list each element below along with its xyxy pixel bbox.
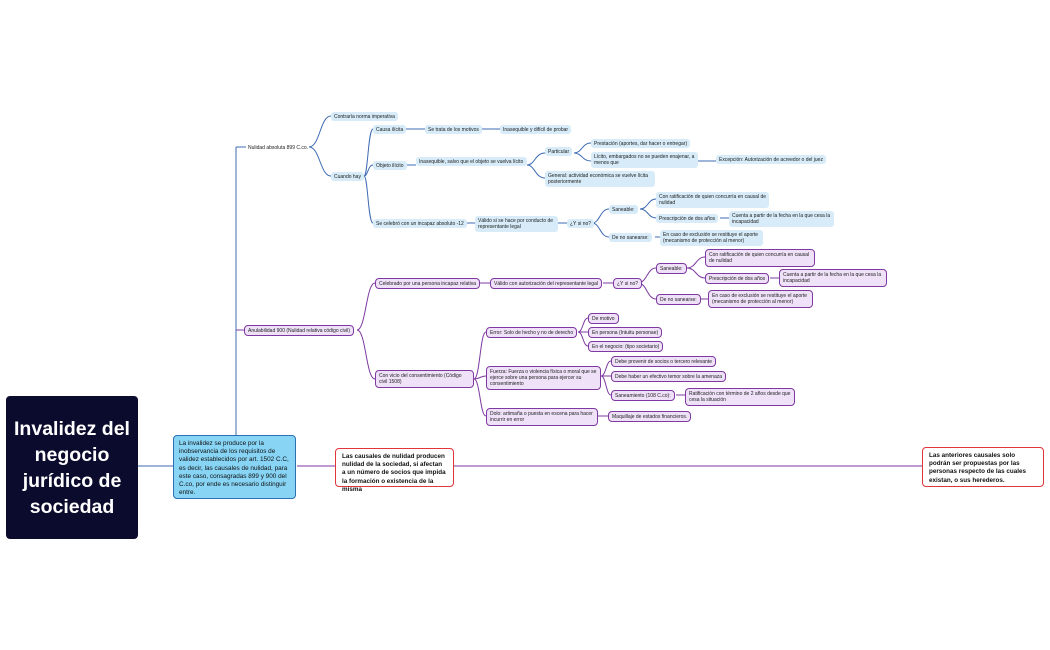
node-error[interactable]: Error: Solo de hecho y no de derecho: [486, 327, 578, 339]
node-prestacion[interactable]: Prestación (aportes, dar hacer o entrega…: [591, 139, 691, 149]
node-particular[interactable]: Particular: [545, 147, 573, 157]
node-cuando-hay[interactable]: Cuando hay: [331, 172, 364, 182]
node-prescripcion-1[interactable]: Prescripción de dos años: [656, 214, 719, 224]
node-objeto-ilicito[interactable]: Objeto ilícito: [373, 161, 407, 171]
node-debe-provenir[interactable]: Debe provenir de socios o tercero releva…: [611, 356, 716, 368]
node-valido-representante[interactable]: Válido si se hace por conducto de repres…: [475, 216, 558, 232]
node-contraria[interactable]: Contraría norma imperativa: [331, 112, 398, 122]
node-valido-autorizacion[interactable]: Válido con autorización del representant…: [490, 278, 602, 290]
node-cuenta-2[interactable]: Cuenta a partir de la fecha en la que ce…: [779, 269, 887, 287]
node-no-sanearse-1[interactable]: De no sanearse:: [609, 233, 652, 243]
node-prescripcion-2[interactable]: Prescripción de dos años: [705, 273, 770, 285]
node-incapaz-absoluto[interactable]: Se celebró con un incapaz absoluto -12: [373, 219, 467, 229]
node-y-si-no-2[interactable]: ¿Y si no?: [613, 278, 643, 290]
node-nulidad-absoluta[interactable]: Nulidad absoluta 899 C.co.: [248, 145, 309, 151]
node-exclusion-2[interactable]: En caso de exclusión se restituye el apo…: [708, 290, 813, 308]
left-note-text: Las causales de nulidad producen nulidad…: [342, 453, 446, 493]
node-excepcion[interactable]: Excepción: Autorización de acreedor o de…: [716, 155, 826, 165]
intro-topic[interactable]: La invalidez se produce por la inobserva…: [173, 435, 296, 499]
node-saneable-1[interactable]: Saneable:: [609, 205, 638, 215]
node-saneamiento[interactable]: Saneamiento (108 C.co):: [611, 390, 675, 402]
node-vicio-consentimiento[interactable]: Con vicio del consentimiento (Código civ…: [375, 370, 474, 388]
node-dolo[interactable]: Dolo: artimaña o puesta en escena para h…: [486, 408, 598, 426]
node-debe-temor[interactable]: Debe haber un efectivo temor sobre la am…: [611, 371, 727, 383]
root-topic[interactable]: Invalidez del negocio jurídico de socied…: [6, 396, 138, 539]
node-fuerza[interactable]: Fuerza: Fuerza o violencia física o mora…: [486, 366, 601, 390]
node-cuenta-1[interactable]: Cuenta a partir de la fecha en la que ce…: [729, 211, 834, 227]
node-ratificacion-2[interactable]: Con ratificación de quien concurría en c…: [705, 249, 815, 267]
intro-text: La invalidez se produce por la inobserva…: [179, 440, 289, 497]
node-ratificacion-1[interactable]: Con ratificación de quien concurría en c…: [656, 192, 769, 208]
node-inasequible[interactable]: Inasequible, salvo que el objeto se vuel…: [416, 157, 527, 167]
node-en-negocio[interactable]: En el negocio: (tipo societario): [588, 341, 664, 353]
node-no-sanearse-2[interactable]: De no sanearse:: [656, 294, 701, 306]
node-ratificacion-termino[interactable]: Ratificación con término de 2 años desde…: [685, 388, 795, 406]
node-licito-embargados[interactable]: Lícito, embargados no se pueden enajenar…: [591, 152, 698, 168]
node-motivos[interactable]: Se trata de los motivos: [425, 125, 482, 135]
left-note-topic[interactable]: Las causales de nulidad producen nulidad…: [335, 448, 454, 493]
node-anulabilidad[interactable]: Anulabilidad 900 (Nulidad relativa códig…: [244, 325, 355, 337]
node-general[interactable]: General: actividad económica se vuelve l…: [545, 171, 655, 187]
node-incapaz-relativa[interactable]: Celebrado por una persona incapaz relati…: [375, 278, 481, 290]
node-en-persona[interactable]: En persona (Intuitu personae): [588, 327, 663, 339]
node-inasible[interactable]: Inasequible y difícil de probar: [500, 125, 572, 135]
node-saneable-2[interactable]: Saneable:: [656, 263, 687, 275]
node-maquillaje[interactable]: Maquillaje de estados financieros.: [608, 411, 692, 423]
root-title: Invalidez del negocio jurídico de socied…: [14, 417, 130, 518]
node-exclusion-1[interactable]: En caso de exclusión se restituye el apo…: [660, 230, 763, 246]
node-causa-ilicita[interactable]: Causa ilícita: [373, 125, 407, 135]
node-y-si-no-1[interactable]: ¿Y si no?: [567, 219, 595, 229]
right-note-text: Las anteriores causales solo podrán ser …: [929, 452, 1026, 484]
node-de-motivo[interactable]: De motivo: [588, 313, 619, 325]
right-note-topic[interactable]: Las anteriores causales solo podrán ser …: [922, 447, 1044, 487]
